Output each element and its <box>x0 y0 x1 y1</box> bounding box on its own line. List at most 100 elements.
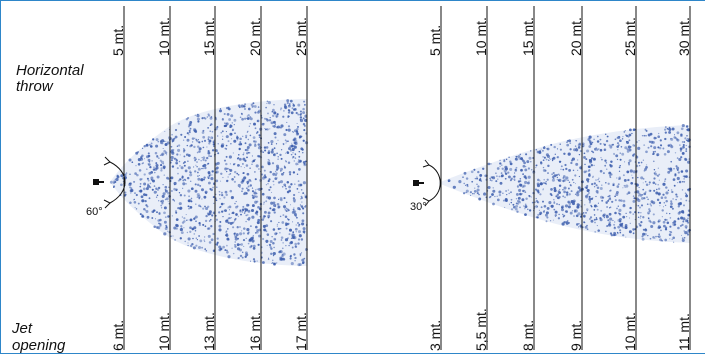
spray-dot <box>632 144 635 147</box>
spray-dot <box>263 203 265 205</box>
spray-dot <box>543 178 546 181</box>
spray-dot <box>599 138 602 141</box>
spray-dot <box>240 213 242 216</box>
spray-dot <box>655 191 659 195</box>
spray-dot <box>487 185 491 190</box>
spray-dot <box>586 228 589 231</box>
spray-dot <box>514 179 516 182</box>
spray-dot <box>543 147 545 149</box>
spray-dot <box>280 157 283 160</box>
spray-dot <box>227 176 229 178</box>
spray-dot <box>646 164 648 166</box>
spray-dot <box>125 172 128 174</box>
spray-dot <box>210 123 213 126</box>
spray-dot <box>680 216 684 220</box>
spray-dot <box>206 116 208 118</box>
spray-dot <box>463 192 466 195</box>
spray-dot <box>275 143 278 145</box>
spray-dot <box>154 151 158 155</box>
spray-dot <box>634 219 636 221</box>
spray-dot <box>238 157 242 161</box>
spray-dot <box>645 191 647 193</box>
spray-dot <box>256 221 260 225</box>
spray-dot <box>236 205 239 208</box>
spray-dot <box>277 198 280 201</box>
spray-dot <box>629 222 631 225</box>
spray-dot <box>193 166 195 168</box>
spray-dot <box>283 172 285 174</box>
spray-dot <box>297 125 299 128</box>
spray-dot <box>619 158 622 161</box>
spray-dot <box>607 182 610 185</box>
spray-dot <box>473 190 477 193</box>
spray-dot <box>535 148 538 151</box>
spray-dot <box>296 173 299 175</box>
opening-mark-11m: 11 mt. <box>676 313 692 351</box>
spray-dot <box>142 187 146 191</box>
distance-lines-30 <box>440 6 691 350</box>
spray-dot <box>647 211 650 215</box>
spray-dot <box>655 235 657 238</box>
spray-dot <box>263 228 267 232</box>
spray-dot <box>645 150 648 154</box>
spray-dot <box>129 173 131 176</box>
spray-dot <box>597 205 599 207</box>
spray-dot <box>204 166 207 170</box>
spray-dot <box>601 184 603 186</box>
spray-dot <box>276 223 279 226</box>
spray-dot <box>545 220 548 223</box>
spray-dot <box>204 248 207 250</box>
spray-dot <box>671 238 673 240</box>
spray-dot <box>630 181 634 185</box>
spray-dot <box>530 160 532 163</box>
spray-dot <box>279 215 282 218</box>
spray-dot <box>146 177 149 180</box>
spray-dot <box>658 233 660 236</box>
spray-dot <box>669 205 673 209</box>
spray-dot <box>229 173 232 175</box>
spray-dot <box>264 117 266 120</box>
spray-dot <box>517 198 519 200</box>
spray-dot <box>302 122 306 126</box>
spray-dot <box>220 180 222 182</box>
spray-dot <box>287 125 291 128</box>
spray-dot <box>682 143 685 147</box>
spray-dot <box>285 245 287 247</box>
spray-dot <box>249 134 252 137</box>
spray-dot <box>558 191 561 194</box>
spray-dot <box>277 156 279 158</box>
spray-dot <box>637 161 640 164</box>
spray-dot <box>296 132 299 135</box>
spray-dot <box>545 153 549 157</box>
spray-dot <box>626 170 630 174</box>
spray-dot <box>627 191 631 195</box>
spray-dot <box>249 225 252 228</box>
spray-dot <box>608 197 612 201</box>
spray-dot <box>673 220 677 223</box>
spray-dot <box>513 205 516 209</box>
spray-dot <box>489 195 492 198</box>
spray-dot <box>173 226 177 230</box>
throw-mark-10m: 10 mt. <box>473 17 489 56</box>
spray-dot <box>231 178 234 181</box>
spray-dot <box>553 145 556 149</box>
spray-dot <box>683 230 686 232</box>
spray-dot <box>187 244 189 247</box>
spray-dot <box>628 163 631 166</box>
spray-dot <box>524 176 528 180</box>
spray-dot <box>510 191 512 194</box>
spray-dot <box>164 143 168 146</box>
spray-dot <box>267 112 269 115</box>
spray-dot <box>522 159 525 163</box>
spray-dot <box>295 111 298 115</box>
spray-dot <box>596 186 600 189</box>
spray-dot <box>637 204 640 207</box>
spray-dot <box>230 196 234 200</box>
spray-dot <box>517 155 521 159</box>
spray-dot <box>187 242 189 244</box>
spray-dot <box>264 149 267 152</box>
spray-dot <box>664 228 668 231</box>
spray-dot <box>537 213 540 216</box>
spray-dot <box>648 189 652 193</box>
spray-dot <box>465 177 469 180</box>
